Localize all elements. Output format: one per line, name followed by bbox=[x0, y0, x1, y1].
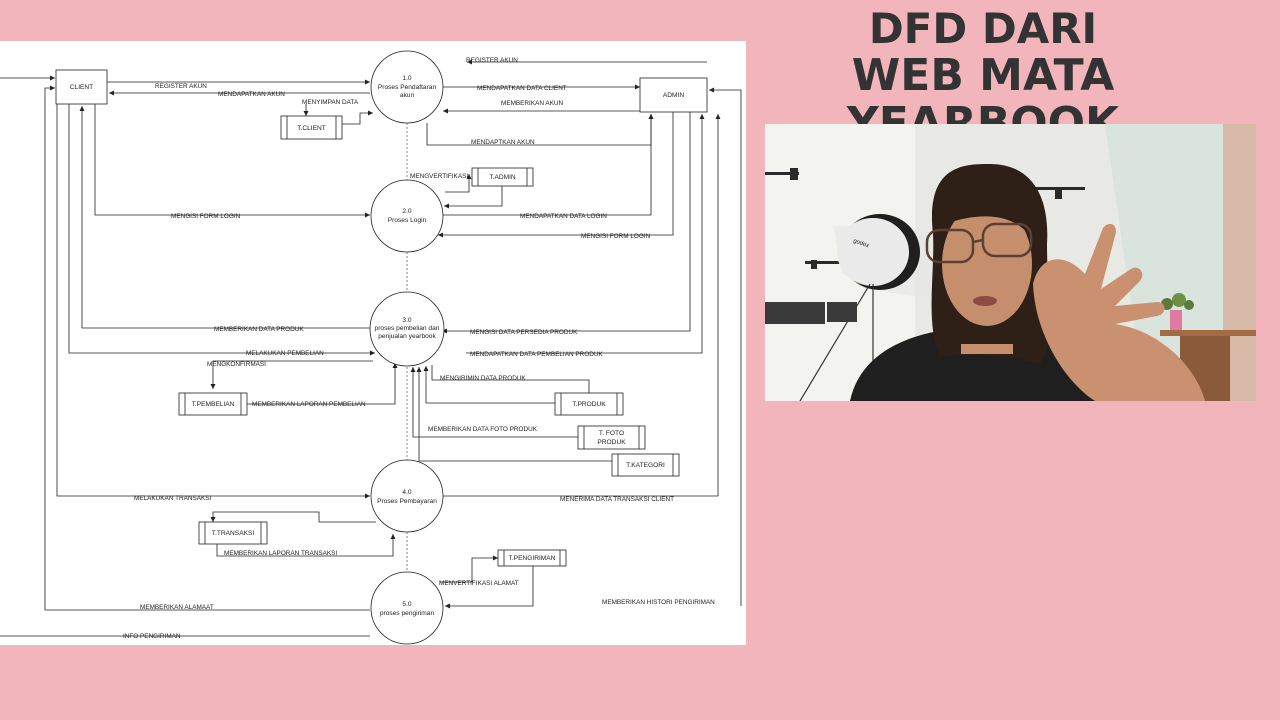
store-t-pengiriman: T.PENGIRIMAN bbox=[497, 549, 567, 567]
svg-text:T.PENGIRIMAN: T.PENGIRIMAN bbox=[509, 555, 556, 562]
svg-text:ADMIN: ADMIN bbox=[663, 92, 684, 99]
flow-label: MENGISI DATA PERSEDIA PRODUK bbox=[470, 329, 578, 336]
flow-label: MENGIRIMIN DATA PRODUK bbox=[440, 375, 526, 382]
store-t-transaksi: T.TRANSAKSI bbox=[198, 521, 268, 545]
flow-label: MENGISI FORM LOGIN bbox=[581, 233, 651, 240]
store-t-client: T.CLIENT bbox=[280, 115, 343, 140]
svg-text:CLIENT: CLIENT bbox=[70, 84, 93, 91]
slide-title-line-1: DFD DARI bbox=[868, 4, 1098, 53]
flow-label: MEMBERIKAN LAPORAN TRANSAKSI bbox=[224, 550, 337, 557]
svg-text:2.0: 2.0 bbox=[402, 208, 411, 215]
flow-label: MENDAPATKAN DATA LOGIN bbox=[520, 213, 607, 220]
flow-label: MENDAPTKAN AKUN bbox=[471, 139, 535, 146]
process-1: 1.0 Proses Pendaftaran akun bbox=[370, 50, 444, 124]
svg-text:proses pembelian dan: proses pembelian dan bbox=[375, 325, 440, 332]
svg-text:1.0: 1.0 bbox=[402, 75, 411, 82]
process-4: 4.0 Proses Pembayaran bbox=[370, 459, 444, 533]
dfd-diagram: CLIENT ADMIN 1.0 Proses Pendaftaran akun… bbox=[0, 41, 746, 645]
store-t-produk: T.PRODUK bbox=[554, 392, 624, 416]
flow-label: MENDAPATKAN DATA CLIENT bbox=[477, 85, 567, 92]
flow-label: MENVERTIFIKASI ALAMAT bbox=[439, 580, 519, 587]
svg-text:Proses Pembayaran: Proses Pembayaran bbox=[377, 498, 437, 505]
svg-text:Proses Login: Proses Login bbox=[388, 217, 427, 224]
window-blinds bbox=[765, 302, 857, 324]
slide-title-line-2: WEB MATA YEARBOOK bbox=[847, 50, 1119, 148]
flow-label: REGISTER AKUN bbox=[155, 83, 207, 90]
flow-label: MEMBERIKAN AKUN bbox=[501, 100, 564, 107]
svg-text:penjualan yearbook: penjualan yearbook bbox=[378, 333, 436, 340]
svg-text:T.ADMIN: T.ADMIN bbox=[489, 174, 516, 181]
svg-text:T.PEMBELIAN: T.PEMBELIAN bbox=[192, 401, 235, 408]
store-t-kategori: T.KATEGORI bbox=[611, 453, 680, 477]
flow-label: MELAKUKAN TRANSAKSI bbox=[134, 495, 212, 502]
flow-label: MENERIMA DATA TRANSAKSI CLIENT bbox=[560, 496, 674, 503]
flow-label: MEMBERIKAN ALAMAAT bbox=[140, 604, 214, 611]
flow-label: MENDAPATKAN DATA PEMBELIAN PRODUK bbox=[470, 351, 603, 358]
svg-text:T.TRANSAKSI: T.TRANSAKSI bbox=[212, 530, 255, 537]
svg-text:T.KATEGORI: T.KATEGORI bbox=[626, 462, 665, 469]
svg-text:T.CLIENT: T.CLIENT bbox=[297, 125, 326, 132]
flow-label: MEMBERIKAN DATA FOTO PRODUK bbox=[428, 426, 538, 433]
flow-label: MENGKONFIRMASI bbox=[207, 361, 266, 368]
svg-text:PRODUK: PRODUK bbox=[597, 439, 626, 446]
store-t-foto-produk: T. FOTO PRODUK bbox=[577, 425, 646, 450]
store-t-pembelian: T.PEMBELIAN bbox=[178, 392, 248, 416]
flow-label: MENGVERTIFIKASI bbox=[410, 173, 468, 180]
flow-label: MEMBERIKAN LAPORAN PEMBELIAN bbox=[252, 401, 366, 408]
presenter bbox=[850, 164, 1205, 401]
flow-label: INFO PENGIRIMAN bbox=[123, 633, 181, 640]
svg-text:3.0: 3.0 bbox=[402, 317, 411, 324]
webcam-video: godox bbox=[765, 124, 1256, 401]
flow-label: MELAKUKAN PEMBELIAN bbox=[246, 350, 324, 357]
softbox-light: godox bbox=[799, 214, 943, 401]
svg-text:T.PRODUK: T.PRODUK bbox=[572, 401, 606, 408]
flow-labels: REGISTER AKUN MENDAPATKAN AKUN MENYIMPAN… bbox=[123, 57, 715, 640]
process-5: 5.0 proses pengiriman bbox=[370, 571, 444, 645]
entity-admin: ADMIN bbox=[639, 77, 708, 113]
flow-lines bbox=[0, 59, 742, 637]
flow-label: MENGISI FORM LOGIN bbox=[171, 213, 241, 220]
store-t-admin: T.ADMIN bbox=[471, 167, 534, 187]
flow-label: REGISTER AKUN bbox=[466, 57, 518, 64]
svg-text:godox: godox bbox=[852, 238, 869, 249]
flow-label: MEMBERIKAN HISTORI PENGIRIMAN bbox=[602, 599, 715, 606]
process-3: 3.0 proses pembelian dan penjualan yearb… bbox=[369, 291, 445, 367]
svg-text:T. FOTO: T. FOTO bbox=[599, 430, 624, 437]
flow-label: MENDAPATKAN AKUN bbox=[218, 91, 285, 98]
entity-client: CLIENT bbox=[55, 69, 108, 105]
svg-text:5.0: 5.0 bbox=[402, 601, 411, 608]
svg-text:akun: akun bbox=[400, 92, 415, 99]
flow-label: MENYIMPAN DATA bbox=[302, 99, 359, 106]
svg-text:Proses Pendaftaran: Proses Pendaftaran bbox=[378, 84, 437, 91]
svg-text:proses pengiriman: proses pengiriman bbox=[380, 610, 435, 617]
flow-label: MEMBERIKAN DATA PRODUK bbox=[214, 326, 304, 333]
process-2: 2.0 Proses Login bbox=[370, 179, 444, 253]
svg-text:4.0: 4.0 bbox=[402, 489, 411, 496]
